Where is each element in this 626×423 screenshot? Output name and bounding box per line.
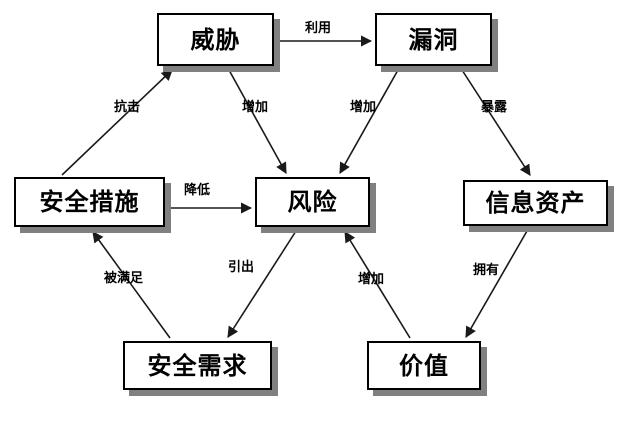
node-label-value: 价值 bbox=[399, 351, 449, 380]
edge-label-risk-derives-requirement: 引出 bbox=[228, 260, 255, 275]
node-label-asset: 信息资产 bbox=[485, 189, 586, 217]
node-label-vulnerability: 漏洞 bbox=[408, 25, 459, 54]
edge-requirement-satisfied-by-safeguard bbox=[92, 231, 171, 339]
node-safeguard[interactable]: 安全措施 bbox=[14, 177, 165, 227]
edge-vulnerability-exposes-asset bbox=[461, 69, 531, 176]
edge-asset-has-value bbox=[465, 230, 528, 338]
edge-label-value-increases-risk: 增加 bbox=[358, 272, 385, 287]
node-label-risk: 风险 bbox=[287, 188, 338, 216]
node-label-requirement: 安全需求 bbox=[147, 351, 248, 380]
edge-label-vulnerability-exposes-asset: 暴露 bbox=[481, 100, 508, 115]
edge-value-increases-risk bbox=[344, 231, 411, 339]
node-value[interactable]: 价值 bbox=[367, 341, 481, 390]
edge-vulnerability-increases-risk bbox=[339, 69, 399, 174]
edge-label-vulnerability-increases-risk: 增加 bbox=[350, 100, 377, 115]
edge-safeguard-counters-threat bbox=[61, 69, 173, 176]
node-requirement[interactable]: 安全需求 bbox=[123, 341, 272, 390]
node-threat[interactable]: 威胁 bbox=[157, 13, 274, 66]
edge-risk-derives-requirement bbox=[227, 230, 297, 338]
edge-label-safeguard-reduces-risk: 降低 bbox=[184, 183, 211, 198]
edge-label-requirement-satisfied-by-safeguard: 被满足 bbox=[104, 271, 144, 286]
node-label-threat: 威胁 bbox=[190, 25, 241, 54]
edge-line-group bbox=[61, 35, 531, 339]
edge-threat-increases-risk bbox=[228, 69, 287, 174]
node-label-safeguard: 安全措施 bbox=[39, 188, 140, 216]
node-asset[interactable]: 信息资产 bbox=[463, 180, 608, 226]
edge-label-safeguard-counters-threat: 抗击 bbox=[114, 100, 141, 115]
node-vulnerability[interactable]: 漏洞 bbox=[375, 13, 492, 66]
edge-label-threat-exploits-vulnerability: 利用 bbox=[305, 21, 332, 36]
edge-label-threat-increases-risk: 增加 bbox=[242, 100, 269, 115]
edge-label-asset-has-value: 拥有 bbox=[473, 263, 500, 278]
node-risk[interactable]: 风险 bbox=[255, 177, 370, 227]
